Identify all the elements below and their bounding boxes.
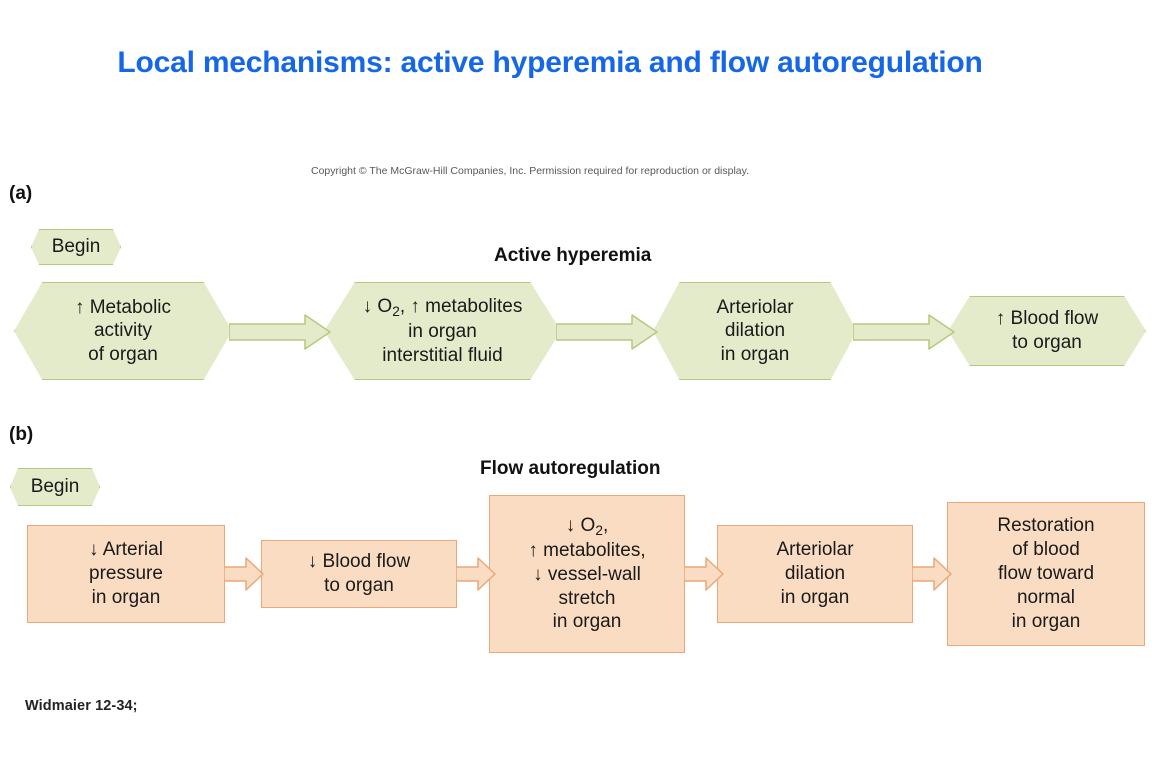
flow-node-line: Restoration (997, 515, 1095, 537)
flow-node-line: ↓ O2, (565, 514, 609, 538)
flow-node-line: in organ (780, 586, 850, 608)
flow-node-blood-flow-increase: ↑ Blood flow to organ (948, 296, 1146, 366)
flow-node-arterial-pressure: ↓ Arterial pressure in organ (27, 525, 225, 623)
flow-node-line: ↑ Metabolic (74, 296, 172, 318)
flow-node-line: Arteriolar (716, 296, 794, 318)
flow-node-metabolic-activity: ↑ Metabolic activity of organ (14, 282, 232, 380)
flow-node-line: interstitial fluid (382, 344, 503, 366)
flow-node-line: dilation (784, 563, 846, 585)
flow-node-line: in organ (552, 611, 622, 633)
arrow-icon-b4 (912, 557, 952, 591)
flow-node-line: ↑ metabolites, (528, 539, 646, 561)
begin-label-a: Begin (51, 236, 101, 257)
flow-node-line: to organ (1012, 332, 1082, 353)
flow-node-line: ↓ Blood flow (307, 551, 411, 573)
flow-node-line: ↑ Blood flow (995, 308, 1099, 330)
page-title: Local mechanisms: active hyperemia and f… (117, 46, 983, 79)
arrow-icon-b2 (456, 557, 496, 591)
heading-active-hyperemia: Active hyperemia (494, 245, 652, 266)
flow-node-arteriolar-dilation-b: Arteriolar dilation in organ (717, 525, 913, 623)
heading-flow-autoregulation: Flow autoregulation (480, 458, 661, 479)
flow-node-line: of blood (1012, 539, 1080, 561)
arrow-icon-b3 (684, 557, 724, 591)
flow-node-line: flow toward (997, 563, 1095, 585)
flow-node-o2-metabolites-stretch: ↓ O2, ↑ metabolites, ↓ vessel-wall stret… (489, 495, 685, 653)
arrow-icon-a2 (556, 314, 658, 350)
flow-node-line: Arteriolar (776, 539, 854, 561)
flow-node-line: ↓ vessel-wall (533, 563, 641, 585)
copyright-notice: Copyright © The McGraw-Hill Companies, I… (311, 165, 750, 177)
flow-node-line: pressure (89, 563, 163, 585)
panel-a-label: (a) (9, 183, 33, 204)
flow-node-line: stretch (558, 587, 616, 609)
flow-node-o2-metabolites: ↓ O2, ↑ metabolites in organ interstitia… (324, 282, 561, 380)
arrow-icon-a1 (229, 314, 331, 350)
begin-node-panel-a: Begin (31, 229, 121, 265)
begin-label-b: Begin (30, 476, 80, 497)
footer-credit: Widmaier 12-34; (25, 698, 138, 714)
flow-node-line: ↓ O2, ↑ metabolites (362, 295, 523, 319)
flow-node-line: in organ (720, 343, 790, 365)
panel-b-label: (b) (9, 424, 34, 445)
flow-node-line: in organ (408, 321, 477, 343)
flow-node-line: dilation (724, 320, 786, 342)
arrow-icon-b1 (224, 557, 264, 591)
flow-node-line: to organ (324, 575, 394, 596)
flow-node-line: ↓ Arterial (89, 539, 163, 561)
flow-node-restoration-of-flow: Restoration of blood flow toward normal … (947, 502, 1145, 646)
flow-node-line: normal (1016, 586, 1076, 608)
begin-node-panel-b: Begin (10, 468, 100, 506)
flow-node-line: in organ (1011, 610, 1081, 632)
flow-node-line: in organ (91, 586, 161, 608)
flow-node-blood-flow-decrease: ↓ Blood flow to organ (261, 540, 457, 608)
flow-node-line: activity (93, 320, 153, 342)
flow-node-line: of organ (88, 343, 158, 365)
arrow-icon-a3 (853, 314, 955, 350)
flow-node-arteriolar-dilation-a: Arteriolar dilation in organ (653, 282, 857, 380)
